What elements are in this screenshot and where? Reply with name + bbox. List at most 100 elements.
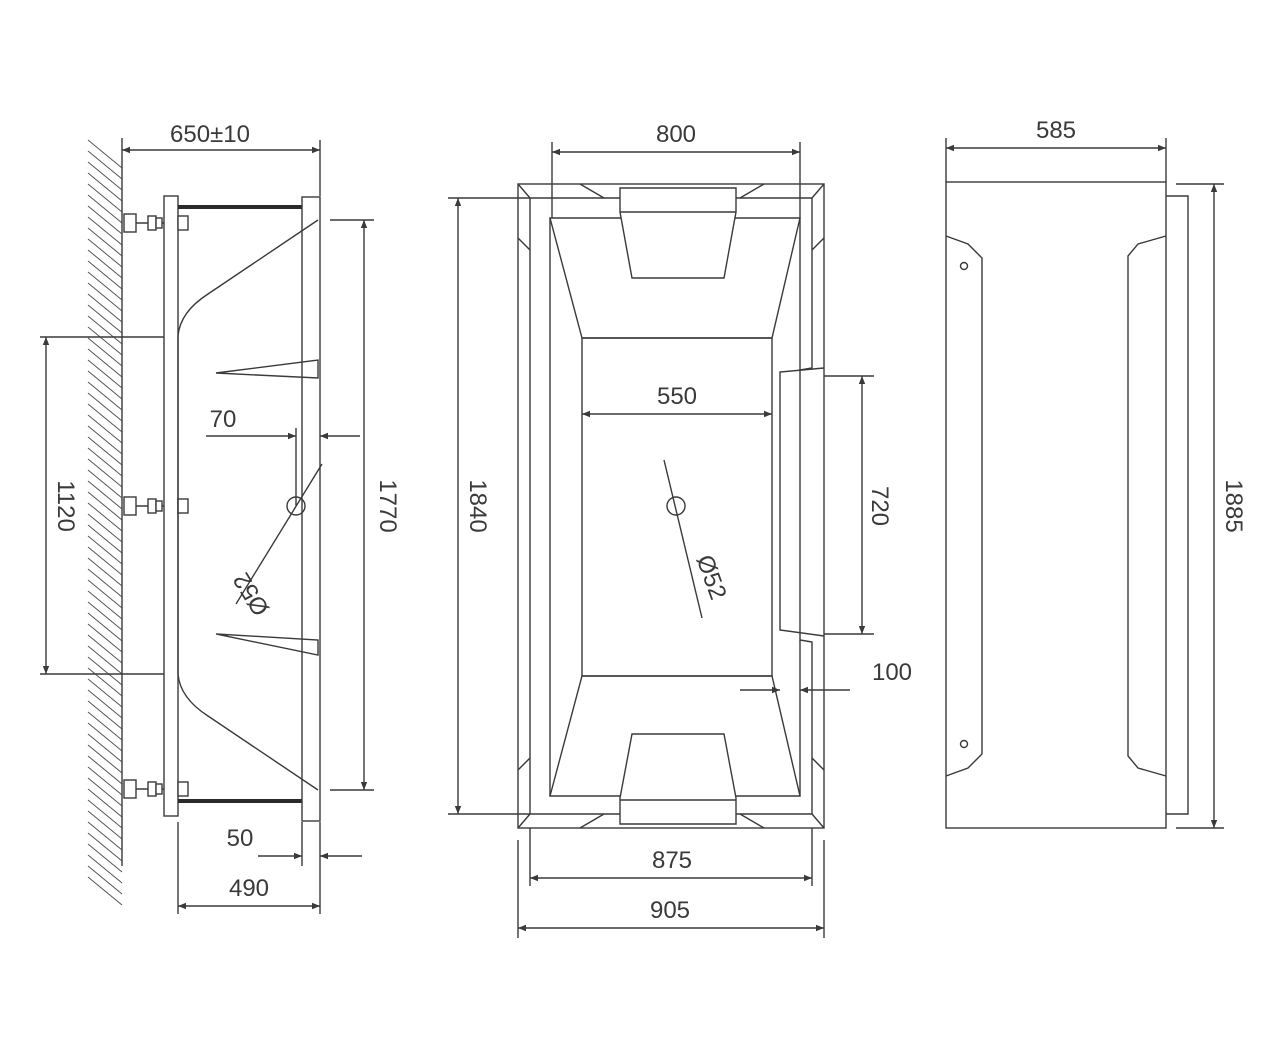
hatch-line [87,194,123,224]
side-view: 650±10 1770 1120 70 Ø52 50 490 [40,121,401,914]
wall-hatch [87,139,123,906]
hatch-line [87,359,123,389]
hatch-line [87,524,123,554]
top-drain-leader [663,459,703,619]
dim-floor-width: 550 [657,383,697,410]
mount-bracket-top [123,195,302,817]
hatch-line [87,205,123,235]
armrest-lower [215,633,319,656]
hatch-line [87,799,123,829]
hatch-line [87,733,123,763]
armrest-upper [215,359,319,379]
hatch-line [87,381,123,411]
hatch-line [87,326,123,356]
hatch-line [87,139,123,169]
end-view: 585 1885 [945,117,1247,829]
hatch-line [87,315,123,345]
hatch-line [87,843,123,873]
dim-lip: 50 [227,825,254,852]
hatch-line [87,623,123,653]
dim-inner-top-width: 800 [656,121,696,148]
hatch-line [87,403,123,433]
headrest-top [619,187,737,279]
hatch-line [87,788,123,818]
hatch-line [87,216,123,246]
dim-mount-spacing: 1120 [52,480,79,532]
hatch-line [87,634,123,664]
dim-cutout-depth: 100 [872,659,912,686]
hatch-line [87,678,123,708]
hatch-line [87,238,123,268]
hatch-line [87,821,123,851]
hatch-line [87,282,123,312]
hatch-line [87,777,123,807]
dim-inner-width: 875 [652,847,692,874]
hatch-line [87,711,123,741]
hatch-line [87,832,123,862]
hatch-line [87,183,123,213]
end-panel [945,181,1167,829]
hatch-line [87,854,123,884]
hatch-line [87,425,123,455]
hatch-line [87,414,123,444]
hatch-line [87,172,123,202]
hatch-line [87,227,123,257]
hatch-line [87,161,123,191]
hatch-line [87,601,123,631]
hatch-line [87,502,123,532]
dim-outer-width: 905 [650,897,690,924]
hatch-line [87,744,123,774]
hatch-line [87,645,123,675]
hatch-line [87,348,123,378]
dim-side-height: 1770 [374,479,401,532]
hatch-line [87,458,123,488]
mount-hole-top [959,261,969,271]
hatch-line [87,271,123,301]
hatch-line [87,150,123,180]
side-drain-leader [235,463,323,605]
mount-hole-bottom [959,739,969,749]
hatch-line [87,392,123,422]
hatch-line [87,755,123,785]
dim-drain-offset: 70 [210,406,237,433]
mount-bracket-bottom [123,779,302,803]
hatch-line [87,590,123,620]
hatch-line [87,491,123,521]
hatch-line [87,667,123,697]
hatch-line [87,766,123,796]
rim-cutout [779,367,825,637]
hatch-line [87,447,123,477]
hatch-line [87,722,123,752]
end-panel-edge [1166,195,1189,815]
hatch-line [87,612,123,642]
top-view: Ø52 800 550 1840 720 100 875 905 [448,121,912,938]
hatch-line [87,546,123,576]
hatch-line [87,469,123,499]
inner-rim [529,197,813,815]
tub-rim-side [301,196,321,822]
dim-side-depth: 650±10 [170,121,250,148]
dim-base: 490 [229,875,269,902]
hatch-line [87,876,123,906]
tub-side-profile [177,219,319,791]
hatch-line [87,249,123,279]
headrest-bottom [619,733,737,825]
dim-top-length: 1840 [464,479,491,532]
top-drain [666,496,686,516]
hatch-line [87,568,123,598]
hatch-line [87,337,123,367]
hatch-line [87,865,123,895]
end-panel-groove-left [945,235,983,777]
hatch-line [87,557,123,587]
hatch-line [87,656,123,686]
hatch-line [87,480,123,510]
dim-end-width: 585 [1036,117,1076,144]
dim-end-length: 1885 [1220,479,1247,532]
end-panel-groove-right [1127,235,1167,777]
hatch-line [87,436,123,466]
hatch-line [87,535,123,565]
dim-cutout-length: 720 [866,486,893,526]
hatch-line [87,370,123,400]
hatch-line [87,260,123,290]
